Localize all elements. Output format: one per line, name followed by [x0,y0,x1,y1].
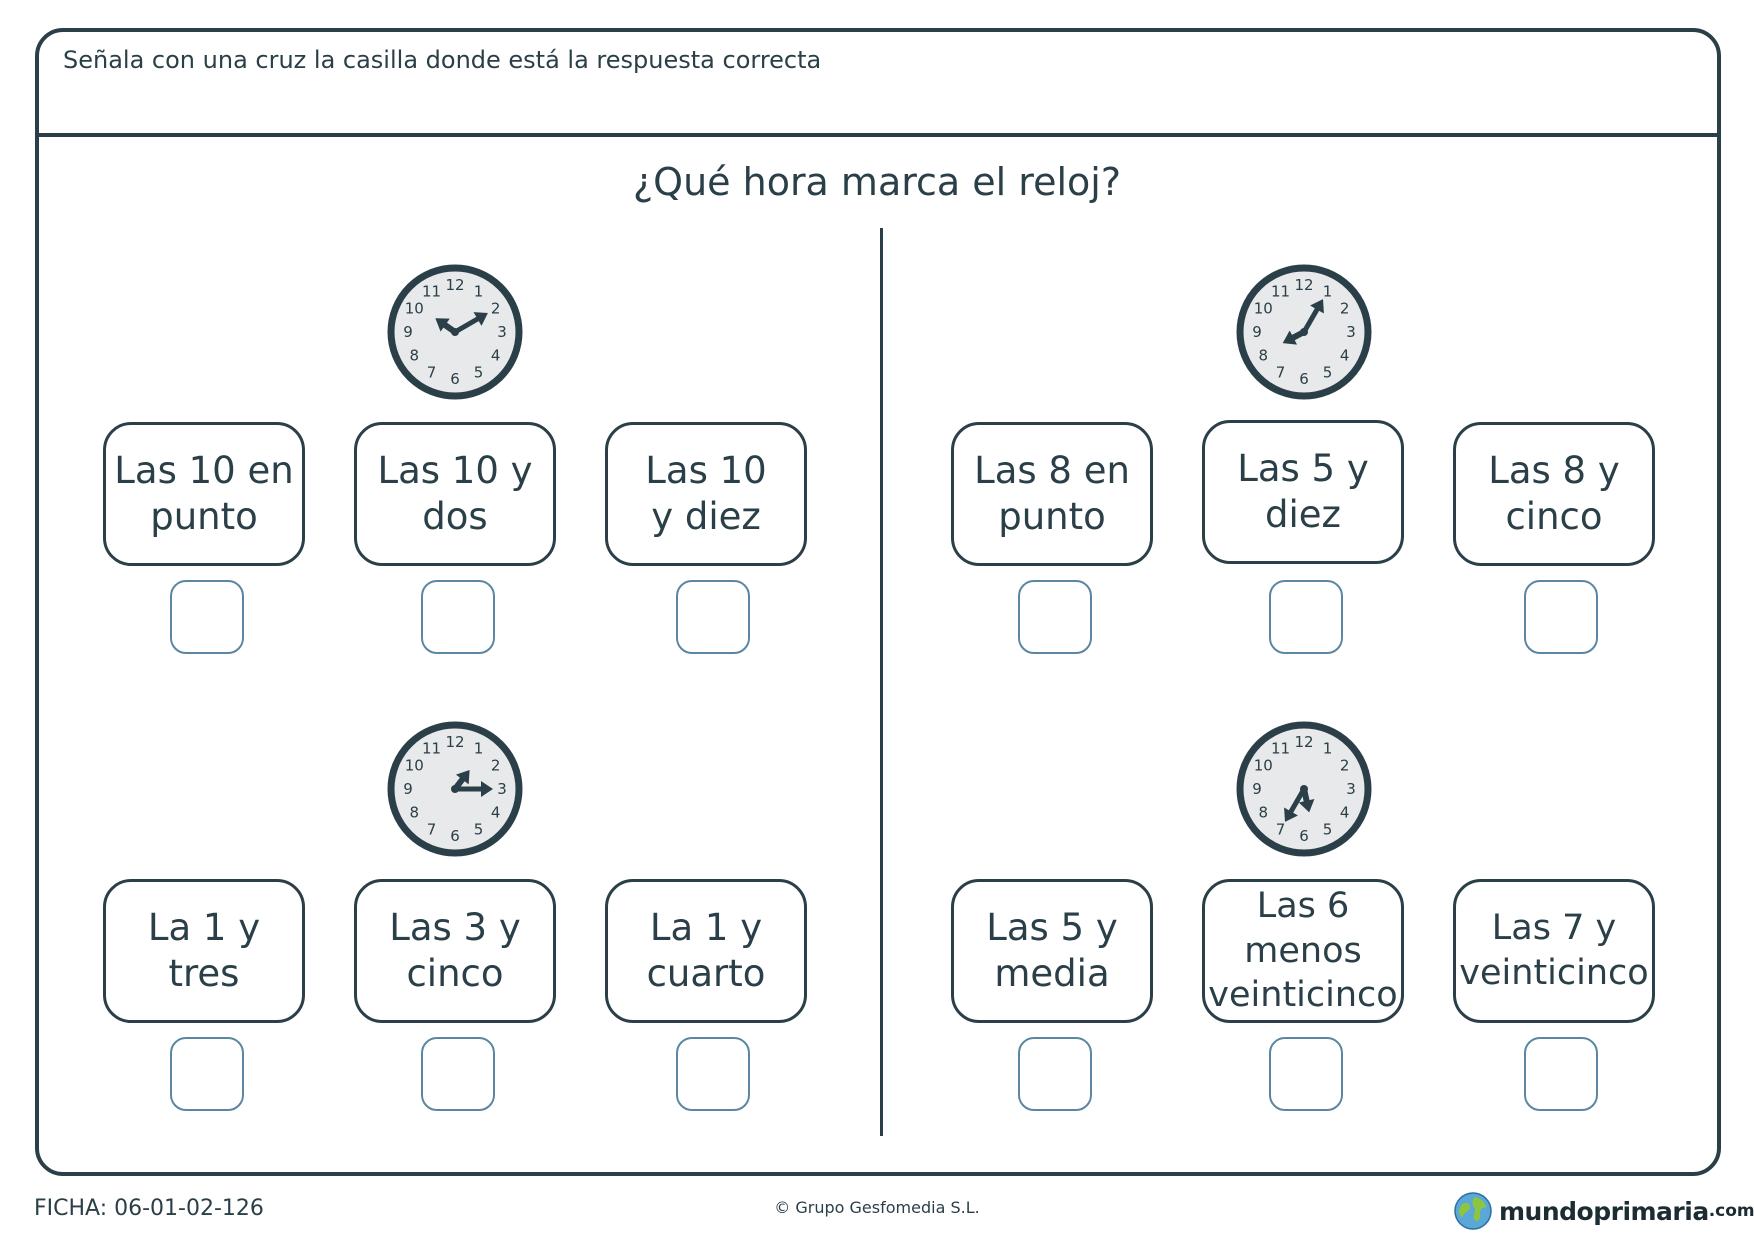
logo-tld: .com [1708,1201,1754,1221]
globe-icon [1454,1192,1492,1230]
clock-number: 11 [1271,739,1290,757]
clock-number: 10 [405,757,424,775]
clock-number: 3 [497,780,507,798]
clock-number: 2 [1340,300,1350,318]
center-divider [880,228,883,1136]
site-logo: mundoprimaria .com [1453,1190,1754,1232]
answer-checkbox[interactable] [170,580,244,654]
clock-number: 1 [474,282,484,300]
clock-number: 12 [445,276,464,294]
clock-number: 12 [1294,276,1313,294]
answer-checkbox[interactable] [421,580,495,654]
answer-checkbox[interactable] [1018,580,1092,654]
clock-number: 5 [1323,821,1333,839]
clock-number: 7 [1276,364,1286,382]
answer-checkbox[interactable] [170,1037,244,1111]
clock-number: 3 [497,323,507,341]
answer-checkbox[interactable] [1524,1037,1598,1111]
instruction-text: Señala con una cruz la casilla donde est… [63,46,822,74]
answer-checkbox[interactable] [421,1037,495,1111]
clock-number: 10 [1254,300,1273,318]
clock-number: 5 [474,364,484,382]
clock-number: 3 [1346,780,1356,798]
clock-number: 1 [474,739,484,757]
clock-number: 7 [1276,821,1286,839]
clock-number: 12 [445,733,464,751]
clock-number: 7 [427,821,437,839]
clock-number: 9 [1252,780,1262,798]
clock-number: 11 [422,282,441,300]
clock-number: 6 [1299,370,1309,388]
clock-number: 10 [405,300,424,318]
header-separator [35,133,1721,137]
clock-number: 2 [491,757,501,775]
clock-number: 11 [422,739,441,757]
clock-number: 5 [474,821,484,839]
clock-number: 9 [403,780,413,798]
clock-number: 2 [1340,757,1350,775]
clock-number: 8 [410,804,420,822]
clock-number: 7 [427,364,437,382]
clock-number: 9 [403,323,413,341]
answer-checkbox[interactable] [1269,1037,1343,1111]
answer-checkbox[interactable] [1269,580,1343,654]
minute-hand [452,312,488,335]
clock-number: 2 [491,300,501,318]
answer-checkbox[interactable] [676,1037,750,1111]
answer-checkbox[interactable] [1018,1037,1092,1111]
clock-number: 3 [1346,323,1356,341]
clock-number: 6 [450,827,460,845]
clock-number: 12 [1294,733,1313,751]
copyright-text: © Grupo Gesfomedia S.L. [774,1198,980,1217]
minute-hand [1301,299,1324,335]
clock-number: 4 [491,804,501,822]
sheet-id: FICHA: 06-01-02-126 [34,1196,264,1221]
clock-number: 8 [410,347,420,365]
answer-checkbox[interactable] [676,580,750,654]
question-title: ¿Qué hora marca el reloj? [632,160,1121,204]
clock-number: 4 [1340,804,1350,822]
clock-number: 9 [1252,323,1262,341]
clock-number: 6 [1299,827,1309,845]
answer-checkbox[interactable] [1524,580,1598,654]
clock-number: 4 [491,347,501,365]
clock-number: 8 [1259,804,1269,822]
clock-number: 8 [1259,347,1269,365]
clock-number: 5 [1323,364,1333,382]
clock-number: 10 [1254,757,1273,775]
clock-number: 6 [450,370,460,388]
clock-number: 1 [1323,282,1333,300]
logo-text: mundoprimaria [1499,1196,1709,1226]
worksheet-frame [35,28,1721,1176]
clock-number: 11 [1271,282,1290,300]
minute-hand [1284,786,1307,822]
minute-hand [452,781,493,797]
clock-number: 4 [1340,347,1350,365]
clock-number: 1 [1323,739,1333,757]
